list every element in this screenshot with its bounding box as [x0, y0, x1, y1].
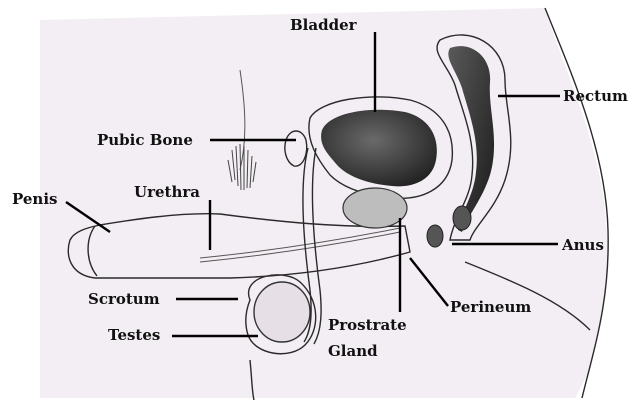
label-testes: Testes	[108, 326, 160, 344]
prostate-shape	[343, 188, 407, 228]
label-bladder: Bladder	[290, 16, 358, 34]
anal-sphincter-lower	[427, 225, 443, 247]
label-scrotum: Scrotum	[88, 290, 160, 308]
testis	[254, 282, 310, 342]
label-anus: Anus	[561, 236, 604, 254]
label-urethra: Urethra	[134, 183, 200, 201]
label-rectum: Rectum	[563, 87, 628, 105]
label-prostate-line1: Prostrate	[328, 316, 407, 334]
label-pubic-bone: Pubic Bone	[97, 131, 193, 149]
label-prostate-line2: Gland	[328, 342, 378, 360]
label-perineum: Perineum	[450, 298, 531, 316]
anal-sphincter-upper	[453, 206, 471, 230]
label-penis: Penis	[12, 190, 57, 208]
